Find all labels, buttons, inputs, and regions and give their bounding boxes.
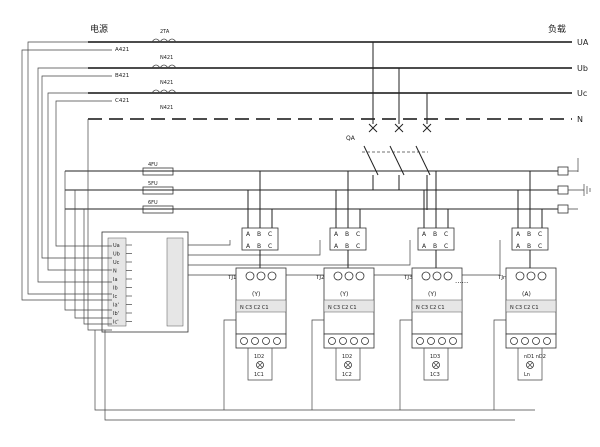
ellipsis: ......	[455, 277, 468, 285]
unit-mode: (Y)	[428, 291, 436, 298]
controller-box	[101, 231, 189, 333]
unit-ld-label: 1D2	[254, 354, 264, 360]
source-label: 电源	[90, 23, 108, 35]
bus-a-label: UA	[577, 38, 589, 47]
qa-breaker	[362, 42, 432, 210]
load-label: 负载	[548, 23, 566, 35]
bus-c-label: Uc	[577, 89, 587, 98]
terminal-letter: B	[345, 243, 349, 250]
ct-c-n-label: N421	[160, 105, 173, 111]
unit-c-label: 1C2	[342, 372, 352, 378]
terminal-letter: B	[527, 231, 531, 238]
unit-mid-label: N C3 C2 C1	[416, 305, 445, 311]
unit-mid-label: N C3 C2 C1	[510, 305, 539, 311]
unit-mid-label: N C3 C2 C1	[240, 305, 269, 311]
tj-label: TJ2	[315, 275, 324, 281]
terminal-letter: C	[268, 231, 272, 238]
terminal-letter: A	[246, 231, 251, 238]
ct-a-n-label: N421	[160, 55, 173, 61]
terminal-letter: A	[422, 243, 427, 250]
terminal-letter: A	[334, 231, 339, 238]
terminal-letter: B	[433, 243, 437, 250]
fuse-4-label: 4FU	[148, 162, 158, 168]
terminal-letter: C	[356, 243, 360, 250]
controller-terminal: Uc	[113, 260, 120, 266]
ct-c-label: C421	[115, 98, 129, 104]
ct-coils	[151, 38, 177, 94]
terminal-letter: B	[257, 231, 261, 238]
ct-b-n-label: N421	[160, 80, 173, 86]
feeder-lines	[65, 158, 591, 214]
bus-n-label: N	[577, 115, 583, 124]
bus-b-label: Ub	[577, 64, 588, 73]
controller-terminal: Ic'	[113, 320, 119, 326]
terminal-letter: C	[268, 243, 272, 250]
unit-ld-label: 1D2	[342, 354, 352, 360]
terminal-letter: B	[527, 243, 531, 250]
controller-terminal: Ic	[113, 294, 117, 300]
ct-b-label: B421	[115, 73, 129, 79]
controller-terminal: Ua	[113, 243, 120, 249]
fuse-5-label: 5FU	[148, 181, 158, 187]
tj-label: TJ1	[227, 275, 236, 281]
controller-terminal: Ia'	[113, 303, 119, 309]
terminal-letter: A	[422, 231, 427, 238]
controller-terminal: Ib'	[113, 311, 119, 317]
tj-label: TJn	[497, 275, 507, 281]
terminal-letter: B	[433, 231, 437, 238]
terminal-letter: A	[516, 231, 521, 238]
terminal-letter: A	[516, 243, 521, 250]
tj-label: TJ3	[403, 275, 413, 281]
qa-label: QA	[346, 135, 356, 142]
unit-mid-label: N C3 C2 C1	[328, 305, 357, 311]
terminal-letter: B	[257, 243, 261, 250]
terminal-letter: C	[356, 231, 360, 238]
terminal-letter: A	[246, 243, 251, 250]
left-wire-bundle	[21, 41, 501, 331]
unit-c-label: 1C3	[430, 372, 440, 378]
terminal-letter: A	[334, 243, 339, 250]
unit-ld-label: nD1 nD2	[524, 354, 546, 360]
unit-c-label: Ln	[524, 372, 530, 378]
controller-terminal: Ia	[113, 277, 118, 283]
bottom-return	[94, 330, 535, 421]
terminal-letter: C	[538, 231, 542, 238]
unit-ld-label: 1D3	[430, 354, 440, 360]
unit-mode: (Y)	[340, 291, 348, 298]
ct-a-label: A421	[115, 47, 129, 53]
fuse-6-label: 6FU	[148, 200, 158, 206]
terminal-letter: C	[538, 243, 542, 250]
controller-terminal: Ub	[113, 252, 120, 258]
terminal-letter: B	[345, 231, 349, 238]
unit-mode: (Y)	[252, 291, 260, 298]
unit-mode: (A)	[522, 291, 531, 298]
controller-terminal: Ib	[113, 286, 118, 292]
terminal-letter: C	[444, 231, 448, 238]
controller-terminal: N	[113, 269, 117, 275]
unit-c-label: 1C1	[254, 372, 264, 378]
ct-top-label: 2TA	[160, 29, 170, 35]
terminal-letter: C	[444, 243, 448, 250]
